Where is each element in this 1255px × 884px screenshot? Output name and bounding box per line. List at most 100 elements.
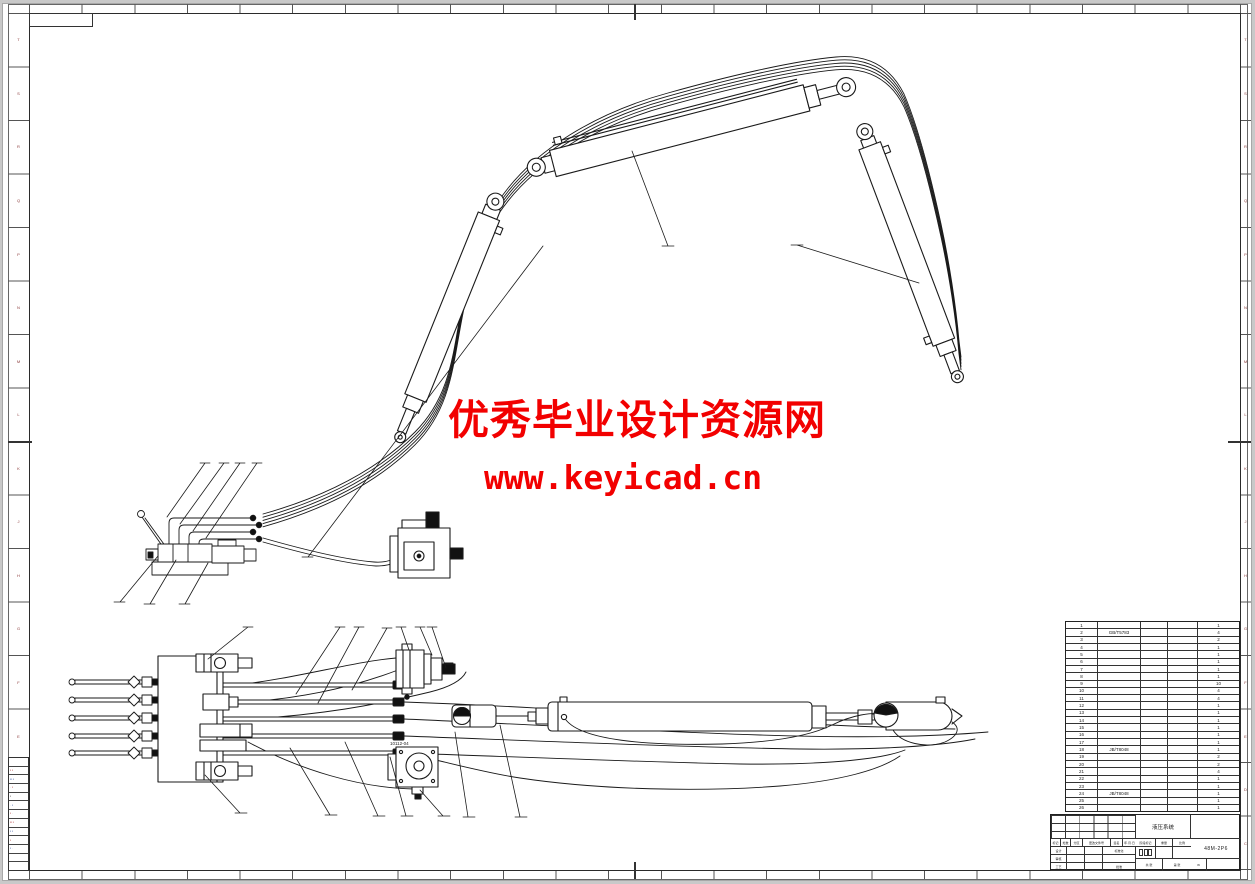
bom-cell [1168, 687, 1198, 695]
rev-row: ▪ · [9, 810, 28, 819]
bom-cell [1141, 658, 1168, 665]
tb-label: 处数 [1061, 839, 1071, 847]
bom-cell [1098, 724, 1141, 731]
bom-cell [1141, 702, 1168, 709]
bom-cell [1098, 804, 1141, 812]
rev-row: ▪ ▪ [9, 767, 28, 776]
rev-row: ▪▪ ▪ [9, 819, 28, 828]
rev-row [9, 854, 28, 863]
bom-cell [1168, 753, 1198, 760]
bom-cell: 17 [1066, 739, 1098, 746]
tb-label: W [1191, 859, 1207, 871]
pump-model-label: 10112-04 [390, 741, 409, 746]
bom-cell [1141, 797, 1168, 804]
bom-cell: JB/T8048 [1098, 746, 1141, 753]
sheet-row: 共 张 第 张 [1136, 859, 1191, 871]
zone-label: R [1244, 144, 1247, 150]
bom-cell [1141, 629, 1168, 636]
zone-label: E [1244, 733, 1247, 739]
bom-cell: 1 [1217, 644, 1220, 650]
bom-cell: 21 [1066, 768, 1098, 775]
zone-label: L [1244, 412, 1247, 418]
bom-cell [1168, 797, 1198, 804]
pump-hoses-iso [263, 538, 403, 566]
bom-cell: 10 [1066, 687, 1098, 695]
tb-cell [1067, 855, 1085, 863]
bom-cell [1168, 709, 1198, 717]
stage-box-row [1136, 847, 1191, 859]
tb-label: 设计 [1051, 847, 1067, 855]
scale-cell [1173, 847, 1191, 859]
bom-cell [1141, 724, 1168, 731]
bom-row: 15 1 [1066, 724, 1239, 732]
bom-cell: 1 [1217, 666, 1220, 672]
bom-cell [1098, 775, 1141, 782]
bom-cell: 1 [1066, 622, 1098, 629]
zone-label: H [17, 572, 20, 578]
revision-grid [1051, 815, 1136, 839]
bom-cell: 4 [1217, 768, 1220, 774]
spool-rods-plan [69, 676, 158, 759]
bom-cell [1141, 695, 1168, 702]
bom-cell: 1 [1217, 725, 1220, 731]
zone-label: C [1244, 840, 1247, 846]
bom-cell: 19 [1066, 753, 1098, 760]
bom-cell [1168, 636, 1198, 643]
bom-cell [1098, 709, 1141, 717]
cylinder-right-plan [874, 697, 962, 745]
bom-cell: 1 [1217, 739, 1220, 745]
bom-cell: 1 [1217, 805, 1220, 811]
rev-row: ▪ [9, 793, 28, 802]
rev-row: ▪ ▪ [9, 828, 28, 837]
bom-cell: 11 [1066, 695, 1098, 702]
control-valve-iso [138, 511, 257, 576]
bom-cell: 2 [1217, 637, 1220, 643]
bom-cell: 24 [1066, 790, 1098, 797]
bom-cell: 1 [1217, 622, 1220, 628]
bom-cell: 1 [1217, 710, 1220, 716]
bom-cell [1141, 804, 1168, 812]
leader-lines-plan [205, 627, 527, 817]
zone-label: H [1244, 572, 1247, 578]
bom-cell [1168, 622, 1198, 629]
bom-cell [1098, 622, 1141, 629]
bom-cell: 15 [1066, 724, 1098, 731]
signature-grid: 设计 标准化 审核 工艺 批准 [1051, 847, 1136, 871]
zone-label: P [1244, 251, 1247, 257]
bom-cell [1168, 724, 1198, 731]
bom-cell [1098, 702, 1141, 709]
bom-cell [1168, 804, 1198, 812]
manifold-tubes-plan [223, 681, 404, 757]
bom-cell [1168, 673, 1198, 680]
tb-label: 工艺 [1051, 863, 1067, 871]
bom-cell [1168, 658, 1198, 665]
bom-cell: 3 [1066, 636, 1098, 643]
zone-label: E [17, 733, 20, 739]
stage-label-row: 阶段标记 重量 比例 [1136, 839, 1191, 847]
bom-cell: 9 [1066, 680, 1098, 687]
bom-cell [1141, 636, 1168, 643]
tb-label: 比例 [1173, 839, 1191, 847]
center-mark-left [8, 441, 32, 443]
bom-cell: 13 [1066, 709, 1098, 717]
version-row: W [1191, 859, 1241, 871]
bom-cell [1141, 768, 1168, 775]
bom-cell [1141, 753, 1168, 760]
bom-cell [1098, 658, 1141, 665]
bom-cell: 1 [1217, 673, 1220, 679]
rev-row [9, 758, 28, 767]
rev-row: · ▪ [9, 784, 28, 793]
valve-tubes-iso [169, 515, 262, 545]
bom-cell [1098, 768, 1141, 775]
